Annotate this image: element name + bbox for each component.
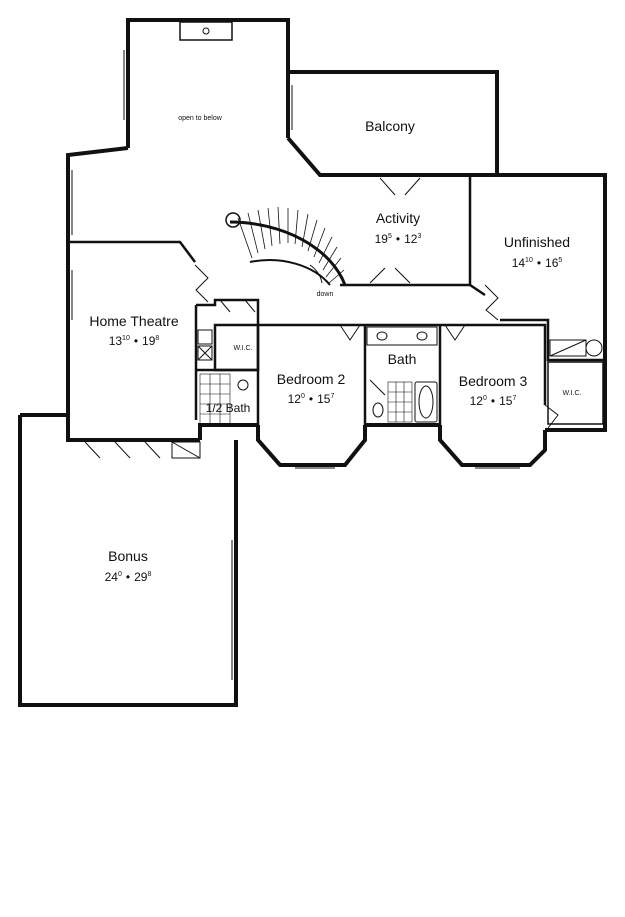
wic-1-label: W.I.C. [233,345,252,352]
wall-wic-2 [547,361,604,425]
door-unfinished [484,284,499,321]
wall-corridor-south [196,298,547,405]
staircase [225,206,347,286]
wall-theatre-bottom [66,415,200,442]
stair-arrow [309,264,323,284]
unfinished-dimensions: 1410•165 [512,256,563,270]
home-theatre-dimensions: 1310•198 [109,334,160,348]
door-activity-bottom [369,267,411,284]
wall-bedroom3-bay [438,425,547,467]
door-theatre [194,264,209,303]
wall-balcony [288,70,499,175]
wall-theatre-top [68,240,196,263]
theatre-cabinet-x [197,345,213,361]
fireplace-mark [202,27,210,35]
door-activity-top [379,177,421,196]
wall-unfinished [470,173,607,432]
balcony-label: Balcony [365,118,415,134]
bedroom-3-dimensions: 120•157 [470,394,517,408]
stair-newel [225,212,241,228]
landing-box [171,441,201,459]
bedroom-3-label: Bedroom 3 [459,373,528,389]
door-bedroom2 [339,324,361,341]
home-theatre-label: Home Theatre [89,313,178,329]
halfbath-tiles [199,373,231,425]
wall-stair-bay [286,136,470,177]
open-to-below-label: open to below [178,115,223,122]
bonus-dimensions: 240•298 [105,570,152,584]
wall-open-below-left [126,18,290,148]
bath-vanity [366,326,438,346]
bath-tub-basin [418,385,434,419]
stair-treads [237,206,345,284]
wall-wic-1 [213,323,260,372]
bath-toilet [372,402,384,418]
door-theatre-bottom [84,441,161,459]
stair-down-label: down [317,291,334,298]
unfinished-label: Unfinished [504,234,570,250]
wall-bedroom2-bay [256,425,367,467]
bath-tub [414,381,438,423]
exterior-walls [18,18,607,707]
door-bath [369,379,386,396]
theatre-cabinet-2 [197,345,213,361]
door-bedroom3 [444,324,466,341]
half-bath-label: 1/2 Bath [206,401,251,415]
wall-halfbath-bottom [198,423,258,440]
landing-box-diag [171,441,201,459]
activity-dimensions: 195•123 [375,232,422,246]
wall-bonus-outline [18,415,238,707]
bonus-label: Bonus [108,548,148,564]
bath-sink-2 [416,331,428,341]
wall-unfinished-bottom [500,318,605,362]
theatre-cabinet-1 [197,329,213,345]
bedroom-2-dimensions: 120•157 [288,392,335,406]
bath-label: Bath [388,351,417,367]
unfinished-water-heater [585,339,603,357]
unfinished-equipment-diag [549,339,587,357]
wall-open-below-lower-left [66,146,129,415]
door-wic-1 [219,299,256,313]
labels: open to below Balcony Activity 195•123 U… [89,115,581,584]
fixtures [171,326,604,459]
windows [71,21,520,680]
activity-label: Activity [376,210,420,226]
wic-2-label: W.I.C. [562,390,581,397]
stair-outer-arc [229,220,347,286]
fireplace [179,21,233,41]
stair-inner-arc [249,259,331,286]
halfbath-sink [237,379,249,391]
bedroom-2-label: Bedroom 2 [277,371,346,387]
interior-walls [68,175,605,425]
bath-sink-1 [376,331,388,341]
shower-tiles [387,381,413,423]
